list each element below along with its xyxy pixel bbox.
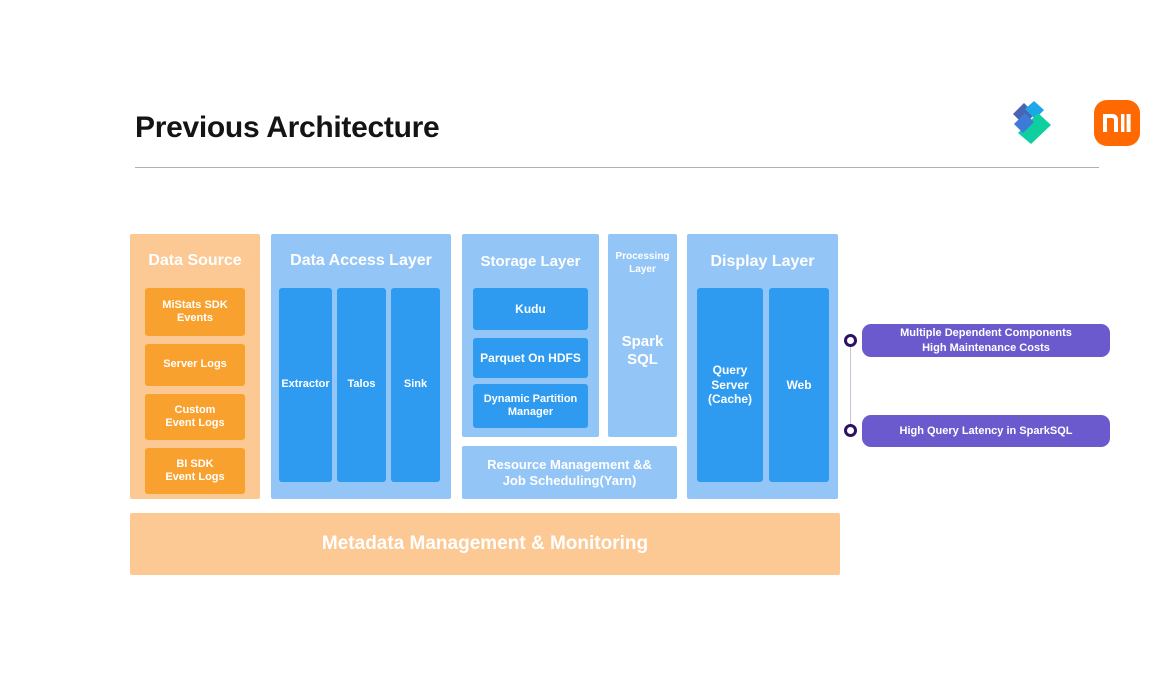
logo-group bbox=[1008, 100, 1140, 146]
box-talos: Talos bbox=[337, 288, 386, 482]
box-web: Web bbox=[769, 288, 829, 482]
box-mistats-sdk-events: MiStats SDK Events bbox=[145, 288, 245, 336]
box-resource-management-job-scheduling: Resource Management && Job Scheduling(Ya… bbox=[462, 446, 677, 499]
panel-data-access-layer: Data Access Layer Extractor Talos Sink bbox=[271, 234, 451, 499]
panel-storage-layer: Storage Layer Kudu Parquet On HDFS Dynam… bbox=[462, 234, 599, 437]
box-bi-sdk-event-logs: BI SDK Event Logs bbox=[145, 448, 245, 494]
panel-title-display-layer: Display Layer bbox=[710, 253, 815, 270]
box-parquet-on-hdfs: Parquet On HDFS bbox=[473, 338, 588, 378]
box-custom-event-logs: Custom Event Logs bbox=[145, 394, 245, 440]
callout-high-query-latency: High Query Latency in SparkSQL bbox=[862, 415, 1110, 447]
panel-title-processing-layer: Processing Layer bbox=[615, 251, 670, 275]
callout-marker-1 bbox=[844, 334, 857, 347]
box-server-logs: Server Logs bbox=[145, 344, 245, 386]
box-dynamic-partition-manager: Dynamic Partition Manager bbox=[473, 384, 588, 428]
mi-logo bbox=[1094, 100, 1140, 146]
title-divider bbox=[135, 167, 1099, 168]
panel-processing-layer: Processing Layer Spark SQL bbox=[608, 234, 677, 437]
panel-title-storage-layer: Storage Layer bbox=[480, 253, 581, 270]
callout-connector-line bbox=[850, 346, 851, 431]
panel-data-source: Data Source MiStats SDK Events Server Lo… bbox=[130, 234, 260, 499]
box-sink: Sink bbox=[391, 288, 440, 482]
callout-marker-2 bbox=[844, 424, 857, 437]
panel-title-data-source: Data Source bbox=[148, 252, 242, 269]
box-extractor: Extractor bbox=[279, 288, 332, 482]
panel-title-data-access-layer: Data Access Layer bbox=[290, 252, 432, 269]
box-metadata-management-monitoring: Metadata Management & Monitoring bbox=[130, 513, 840, 575]
chevron-arrow-logo bbox=[1008, 100, 1054, 146]
page-title: Previous Architecture bbox=[135, 111, 440, 144]
callout-multiple-dependent-components: Multiple Dependent Components High Maint… bbox=[862, 324, 1110, 357]
box-query-server-cache: Query Server (Cache) bbox=[697, 288, 763, 482]
panel-display-layer: Display Layer Query Server (Cache) Web bbox=[687, 234, 838, 499]
box-kudu: Kudu bbox=[473, 288, 588, 330]
box-spark-sql: Spark SQL bbox=[621, 332, 664, 368]
